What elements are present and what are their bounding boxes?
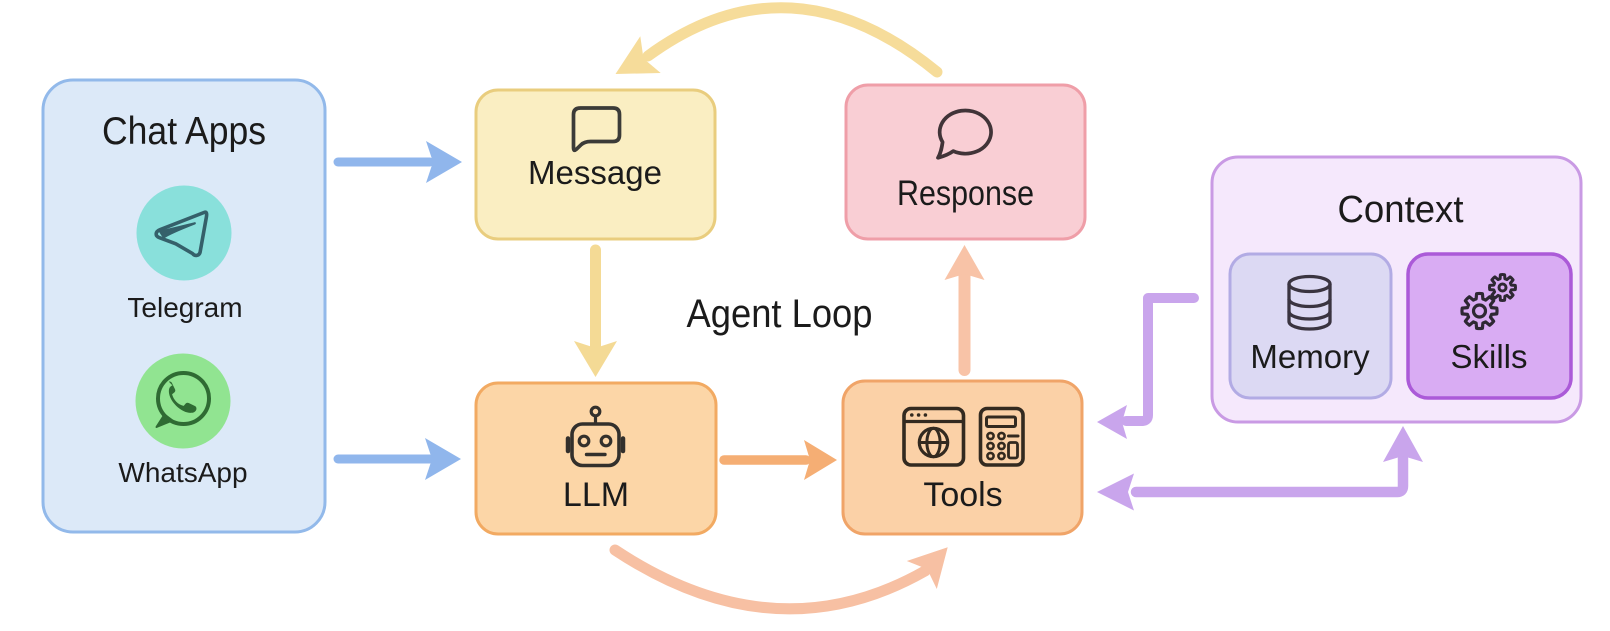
svg-text:WhatsApp: WhatsApp [118, 457, 247, 488]
svg-text:Agent Loop: Agent Loop [687, 292, 873, 336]
svg-text:Telegram: Telegram [127, 292, 242, 323]
svg-text:LLM: LLM [563, 476, 629, 514]
svg-text:Memory: Memory [1250, 338, 1370, 375]
svg-text:Context: Context [1338, 189, 1464, 231]
svg-text:Chat Apps: Chat Apps [102, 110, 266, 153]
svg-text:Skills: Skills [1450, 338, 1527, 375]
svg-text:Message: Message [528, 154, 662, 191]
svg-text:Response: Response [897, 174, 1034, 213]
svg-text:Tools: Tools [923, 476, 1002, 514]
